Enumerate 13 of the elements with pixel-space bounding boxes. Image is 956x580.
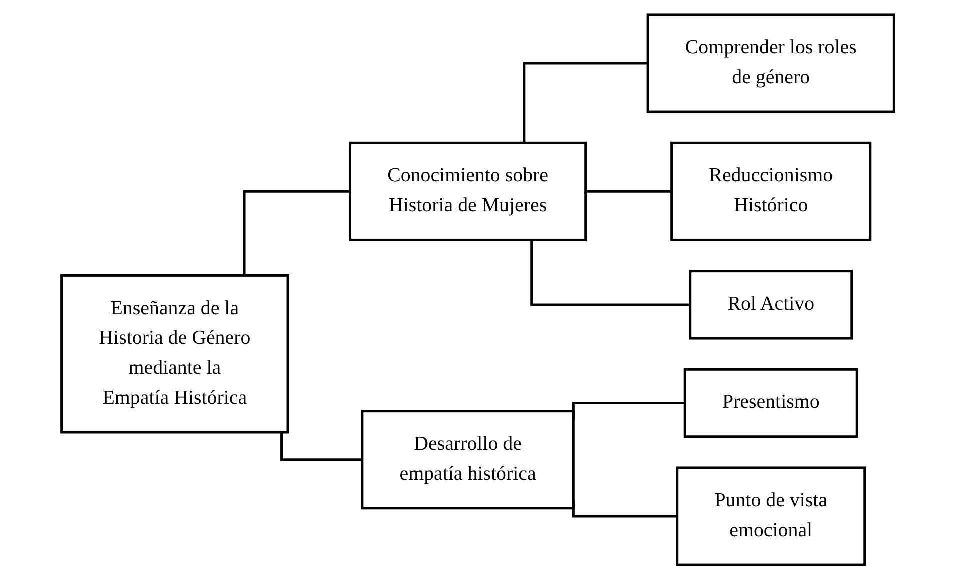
node-box: Conocimiento sobre Historia de Mujeres xyxy=(348,142,588,242)
connector xyxy=(530,240,690,306)
node-box: Desarrollo de empatía histórica xyxy=(361,410,575,510)
connector xyxy=(280,432,362,462)
node-box: Reduccionismo Histórico xyxy=(670,142,872,242)
node-box: Comprender los roles de género xyxy=(646,14,896,114)
connector xyxy=(523,62,648,144)
node-box: Punto de vista emocional xyxy=(676,466,866,566)
node-box: Rol Activo xyxy=(689,270,854,340)
connector xyxy=(584,190,672,193)
node-box: Enseñanza de la Historia de Género mediante la Empatía Histórica xyxy=(60,274,290,434)
connector xyxy=(243,190,350,276)
node-box: Presentismo xyxy=(684,368,858,438)
